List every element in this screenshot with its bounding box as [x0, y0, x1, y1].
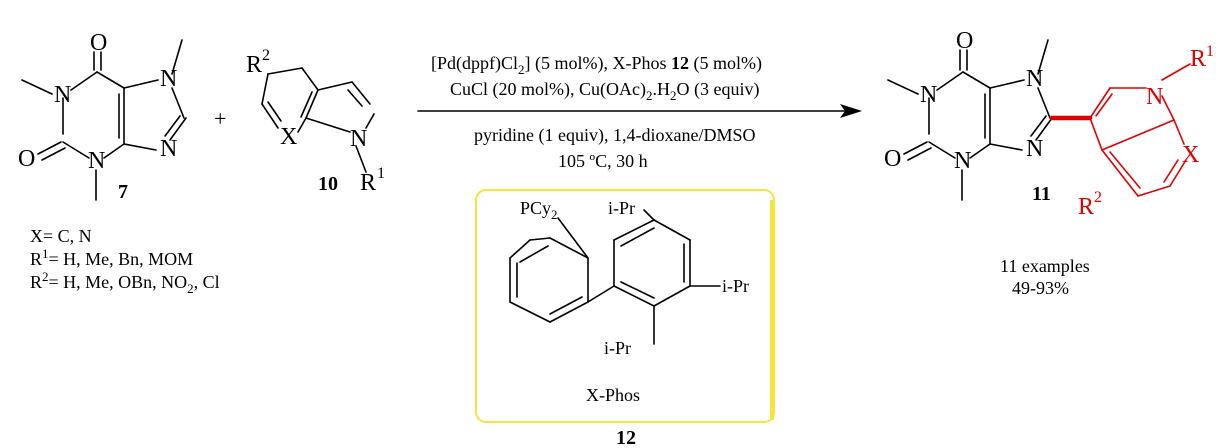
product-n3: N	[954, 148, 971, 174]
variable-r1: R1= H, Me, Bn, MOM	[30, 246, 193, 269]
product-n7: N	[1026, 66, 1043, 92]
variable-r2: R2= H, Me, OBn, NO2, Cl	[30, 269, 220, 296]
xphos-ipr-top: i-Pr	[608, 198, 635, 218]
cond2-a: CuCl (20 mol%), Cu(OAc)	[450, 79, 646, 100]
compound-number-7: 7	[118, 181, 128, 203]
caffeine-n7: N	[160, 66, 177, 92]
var-r2-sub: 2	[187, 281, 194, 296]
indole-r1-sup: 1	[377, 165, 385, 182]
conditions-line-1: [Pd(dppf)Cl2] (5 mol%), X-Phos 12 (5 mol…	[431, 53, 762, 77]
var-r1-a: R	[30, 249, 42, 269]
compound-number-12: 12	[616, 427, 636, 448]
reaction-arrow-head	[840, 104, 862, 118]
conditions-line-4: 105 ºC, 30 h	[558, 151, 648, 171]
conditions-line-2: CuCl (20 mol%), Cu(OAc)2.H2O (3 equiv)	[450, 79, 759, 103]
caffeine-o-left: O	[18, 146, 35, 172]
plus-sign: +	[214, 106, 226, 131]
product-o-left: O	[884, 146, 901, 172]
xphos-ipr-bottom: i-Pr	[604, 338, 631, 358]
cond1-a: [Pd(dppf)Cl	[431, 53, 518, 74]
var-r2-b: = H, Me, OBn, NO	[49, 272, 188, 292]
xphos-structure	[509, 209, 721, 345]
product-x: X	[1182, 142, 1199, 168]
var-r2-c: , Cl	[194, 272, 220, 292]
product-o-top: O	[956, 28, 973, 54]
var-r1-b: = H, Me, Bn, MOM	[49, 249, 194, 269]
cond1-c: (5 mol%)	[689, 53, 762, 74]
cond1-bold: 12	[671, 53, 689, 73]
xphos-pcy2: PCy2	[520, 198, 558, 222]
indole-n: N	[350, 126, 367, 152]
caffeine-n1: N	[54, 82, 71, 108]
product-r2: R	[1078, 194, 1094, 220]
compound-number-11: 11	[1032, 183, 1051, 205]
cond2-sub2: 2	[670, 88, 677, 103]
xphos-pcy: PCy	[520, 198, 551, 218]
indole-x: X	[280, 124, 297, 150]
conditions-line-3: pyridine (1 equiv), 1,4-dioxane/DMSO	[474, 125, 755, 146]
product-yield-range: 49-93%	[1012, 278, 1069, 298]
product-indole-n: N	[1146, 84, 1163, 110]
var-r2-sup: 2	[42, 269, 49, 284]
product-r1: R	[1190, 46, 1206, 72]
product-examples: 11 examples	[1000, 256, 1090, 276]
cond1-b: ] (5 mol%), X-Phos	[525, 53, 672, 74]
product-r1-sup: 1	[1206, 43, 1214, 60]
product-n9: N	[1026, 136, 1043, 162]
indole-r1: R	[360, 170, 376, 196]
xphos-ipr-right: i-Pr	[722, 276, 749, 296]
indole-structure	[261, 67, 375, 173]
product-r2-sup: 2	[1094, 189, 1102, 206]
caffeine-n3: N	[88, 148, 105, 174]
xphos-pcy-sub: 2	[551, 207, 558, 222]
variable-x: X= C, N	[30, 226, 92, 246]
caffeine-o-top: O	[90, 30, 107, 56]
compound-number-10: 10	[318, 173, 338, 195]
xphos-name: X-Phos	[586, 385, 640, 405]
product-indole-red	[1089, 63, 1191, 197]
cond1-sub: 2	[518, 62, 525, 77]
cond2-sub1: 2	[646, 88, 653, 103]
var-r2-a: R	[30, 272, 42, 292]
var-r1-sup: 1	[42, 246, 49, 261]
indole-r2-sup: 2	[262, 47, 270, 64]
cond2-c: O (3 equiv)	[676, 79, 759, 100]
caffeine-structure	[21, 39, 187, 201]
cond2-b: .H	[652, 79, 670, 99]
product-structure	[887, 39, 1053, 201]
product-n1: N	[920, 82, 937, 108]
caffeine-n9: N	[160, 136, 177, 162]
indole-r2: R	[246, 52, 262, 78]
